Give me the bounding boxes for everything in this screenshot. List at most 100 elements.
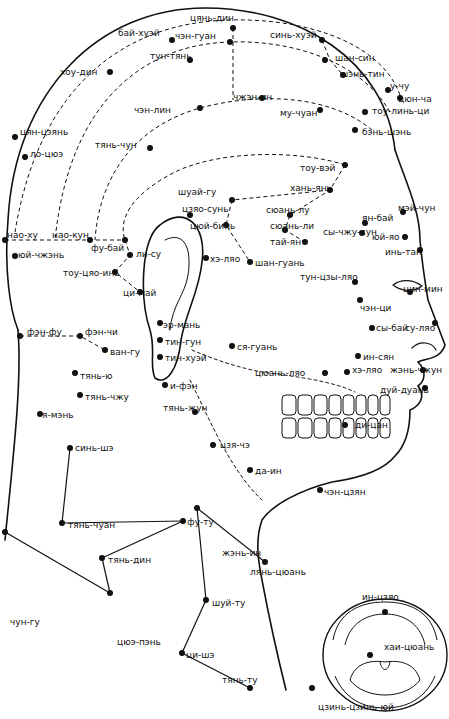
point-label: хоу-дин <box>60 67 97 78</box>
acupoint-dot <box>368 653 373 658</box>
point-label: чжэн-ин <box>233 92 272 103</box>
jaw-line <box>192 350 355 392</box>
meridian-line <box>233 28 343 100</box>
point-label: шан-гуань <box>255 258 305 269</box>
meridian-line <box>15 20 400 232</box>
point-label: цюй-бинь <box>190 221 235 232</box>
acupoint-dot <box>248 260 253 265</box>
nostril <box>412 343 436 350</box>
point-label: тай-ян <box>270 237 301 248</box>
point-label: ся-гуань <box>237 342 277 353</box>
ear-inner <box>165 237 189 330</box>
point-label: фэн-чи <box>85 327 118 338</box>
point-label: хэ-ляо <box>352 365 382 376</box>
point-label: инь-тан <box>385 247 422 258</box>
point-label: цянь-дин <box>190 13 234 24</box>
point-label: тин-хуэй <box>165 353 207 364</box>
point-label: хаи-цюань <box>384 642 434 653</box>
point-label: мэй-чун <box>398 203 435 214</box>
acupoint-dot <box>230 198 235 203</box>
point-label: синь-шэ <box>75 443 113 454</box>
acupoint-dot <box>170 38 175 43</box>
tooth <box>298 418 312 438</box>
acupoint-dot <box>343 423 348 428</box>
uvula <box>380 662 390 670</box>
tooth <box>343 395 354 415</box>
point-label: бай-хуэй <box>118 28 160 39</box>
tooth <box>368 395 378 415</box>
mouth-inset <box>323 599 447 711</box>
acupoint-dot <box>78 393 83 398</box>
point-label: сюань-лу <box>266 205 310 216</box>
meridian-line <box>123 155 345 240</box>
meridian-link <box>197 508 265 562</box>
neck-back-outline <box>5 330 19 540</box>
meridian-link <box>5 532 110 593</box>
tooth <box>282 418 296 438</box>
point-label: цюань-ляо <box>255 368 305 379</box>
acupoint-dot <box>38 412 43 417</box>
point-label: фу-бай <box>91 243 124 254</box>
point-label: тянь-жун <box>163 403 207 414</box>
acupoint-dot <box>230 344 235 349</box>
point-label: чэн-лин <box>134 105 171 116</box>
point-label: ло-цюэ <box>30 149 63 160</box>
acupoint-dot <box>198 106 203 111</box>
acupoint-dot <box>356 354 361 359</box>
acupoint-dot <box>3 530 8 535</box>
acupoint-dot <box>403 235 408 240</box>
acupoint-dot <box>318 488 323 493</box>
acupoint-dot <box>211 443 216 448</box>
point-label: цзя-чэ <box>220 440 250 451</box>
point-label: тянь-дин <box>108 555 151 566</box>
acupoint-dot <box>358 298 363 303</box>
point-label: у-чу <box>390 81 409 92</box>
acupoint-dot <box>181 519 186 524</box>
acupoint-dot <box>68 446 73 451</box>
meridian-link <box>62 448 70 523</box>
acupoint-dot <box>180 651 185 656</box>
point-label: сы-чжу-кун <box>323 227 377 238</box>
point-label: хань-янь <box>290 183 332 194</box>
point-label: хэ-ляо <box>210 254 240 265</box>
acupoint-dot <box>13 254 18 259</box>
point-label: тянь-ту <box>222 675 258 686</box>
point-label: лянь-цюань <box>250 567 306 578</box>
tooth <box>314 395 327 415</box>
point-label: ян-бай <box>362 213 393 224</box>
point-label: жэнь-чжун <box>390 365 442 376</box>
acupoint-dot <box>323 371 328 376</box>
point-label: тун-цзы-ляо <box>300 272 358 283</box>
point-label: шэнь-тин <box>340 69 385 80</box>
point-label: тянь-ю <box>80 371 113 382</box>
point-label: тоу-линь-ци <box>372 106 429 117</box>
acupoint-dot <box>158 355 163 360</box>
acupoint-dot <box>128 253 133 258</box>
point-label: цзяо-сунь <box>182 204 229 215</box>
acupoint-dot <box>228 40 233 45</box>
acupoint-dot <box>363 110 368 115</box>
acupoint-dot <box>204 598 209 603</box>
point-label: чун-гу <box>10 617 40 628</box>
point-label: су-ляо <box>405 323 435 334</box>
acupoint-dot <box>263 560 268 565</box>
acupoint-dot <box>148 146 153 151</box>
acupoint-dot <box>345 370 350 375</box>
point-label: фу-ту <box>187 517 214 528</box>
acupoint-dot <box>353 128 358 133</box>
point-label: ли-су <box>136 249 161 260</box>
acupoint-dot <box>23 155 28 160</box>
point-label: ин-сян <box>363 352 394 363</box>
point-label: шуй-ту <box>212 598 245 609</box>
acupoint-dot <box>231 26 236 31</box>
acupoint-dot <box>320 38 325 43</box>
point-label: ци-май <box>123 288 156 299</box>
point-label: цюэ-пэнь <box>117 637 161 648</box>
point-label: цин-мин <box>403 284 443 295</box>
acupoint-dot <box>303 240 308 245</box>
acupoint-dot <box>108 70 113 75</box>
face-profile <box>258 150 445 690</box>
meridian-line <box>95 99 372 240</box>
point-label: я-мэнь <box>42 410 74 421</box>
